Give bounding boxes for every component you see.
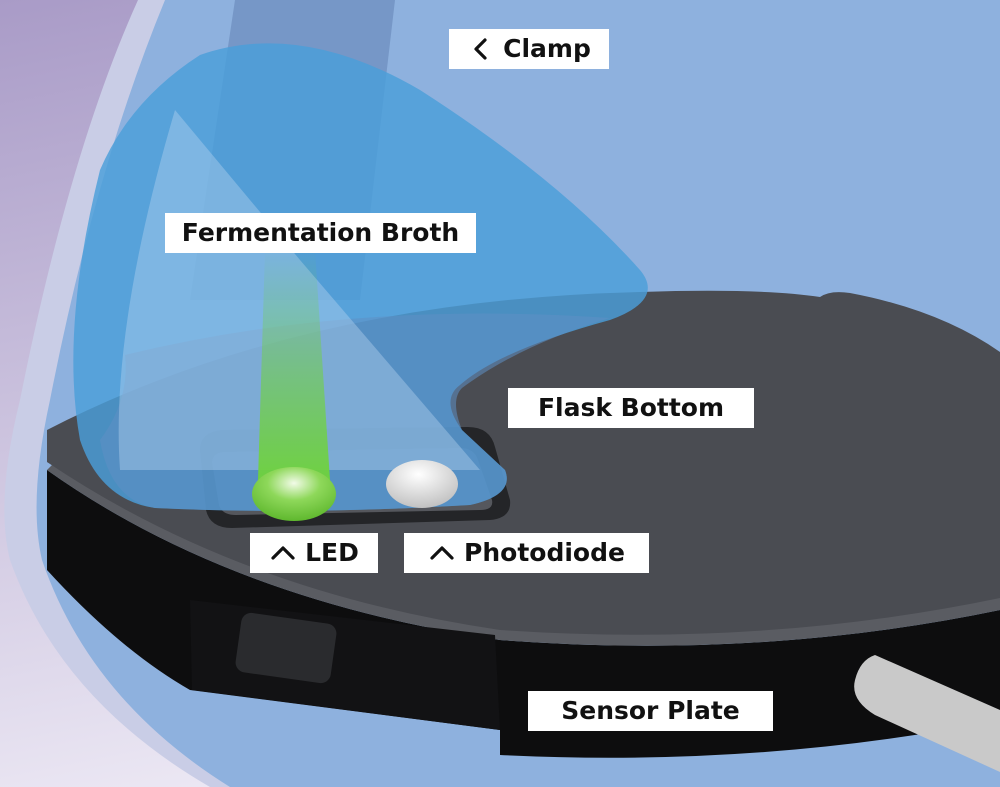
photodiode-label-text: Photodiode — [464, 538, 625, 567]
clamp-label-text: Clamp — [503, 34, 591, 63]
chevron-up-icon — [269, 542, 297, 564]
flask-bottom-label-text: Flask Bottom — [537, 393, 725, 422]
led-label: LED — [250, 533, 378, 573]
photodiode — [386, 460, 458, 508]
cable — [854, 655, 1000, 772]
led-beam — [258, 250, 330, 480]
fermentation-broth-label: Fermentation Broth — [165, 213, 476, 253]
led — [252, 467, 336, 521]
usb-port — [235, 612, 337, 684]
photodiode-label: Photodiode — [404, 533, 649, 573]
sensor-plate-label-text: Sensor Plate — [561, 696, 740, 725]
flask-bottom-label: Flask Bottom — [508, 388, 754, 428]
sensor-plate-label: Sensor Plate — [528, 691, 773, 731]
fermentation-broth-label-text: Fermentation Broth — [181, 218, 460, 247]
clamp-label: Clamp — [449, 29, 609, 69]
broth-rim — [100, 313, 610, 511]
chevron-left-icon — [467, 38, 495, 60]
led-label-text: LED — [305, 538, 359, 567]
chevron-up-icon — [428, 542, 456, 564]
